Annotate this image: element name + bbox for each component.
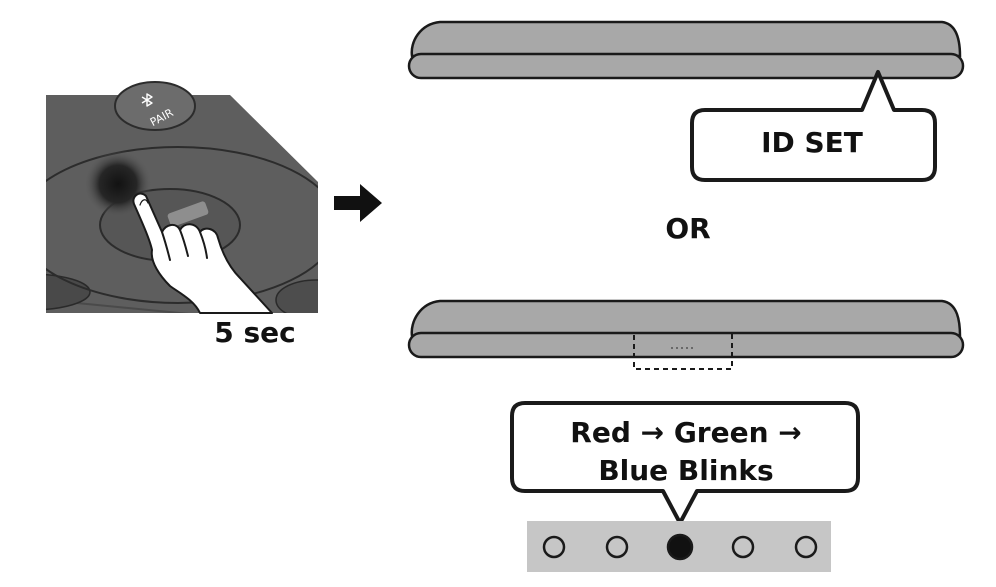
id-set-callout: ID SET bbox=[690, 70, 937, 182]
control-ring bbox=[46, 146, 318, 304]
led-indicator-off bbox=[542, 535, 566, 559]
soundbar-bottom bbox=[407, 299, 965, 370]
pair-button[interactable] bbox=[114, 81, 196, 131]
led-indicator-off bbox=[731, 535, 755, 559]
soundbar-top bbox=[407, 20, 965, 80]
led-indicator-off bbox=[794, 535, 818, 559]
led-strip bbox=[527, 521, 831, 572]
hold-time-label: 5 sec bbox=[214, 316, 295, 349]
remote-control: PAIR 5 sec bbox=[46, 81, 318, 349]
hand-icon bbox=[132, 192, 273, 314]
blink-sequence-callout: Red → Green → Blue Blinks bbox=[510, 401, 860, 525]
led-indicator-active bbox=[666, 533, 694, 561]
arrow-right-icon bbox=[334, 184, 382, 222]
led-indicator-off bbox=[605, 535, 629, 559]
blink-sequence-line1: Red → Green → bbox=[570, 416, 801, 449]
blink-sequence-line2: Blue Blinks bbox=[598, 454, 773, 487]
or-label: OR bbox=[665, 212, 710, 245]
led-indicator-area bbox=[633, 332, 733, 370]
bluetooth-icon bbox=[141, 93, 153, 107]
led-indicator-dots bbox=[671, 347, 693, 349]
id-set-label: ID SET bbox=[761, 126, 863, 159]
